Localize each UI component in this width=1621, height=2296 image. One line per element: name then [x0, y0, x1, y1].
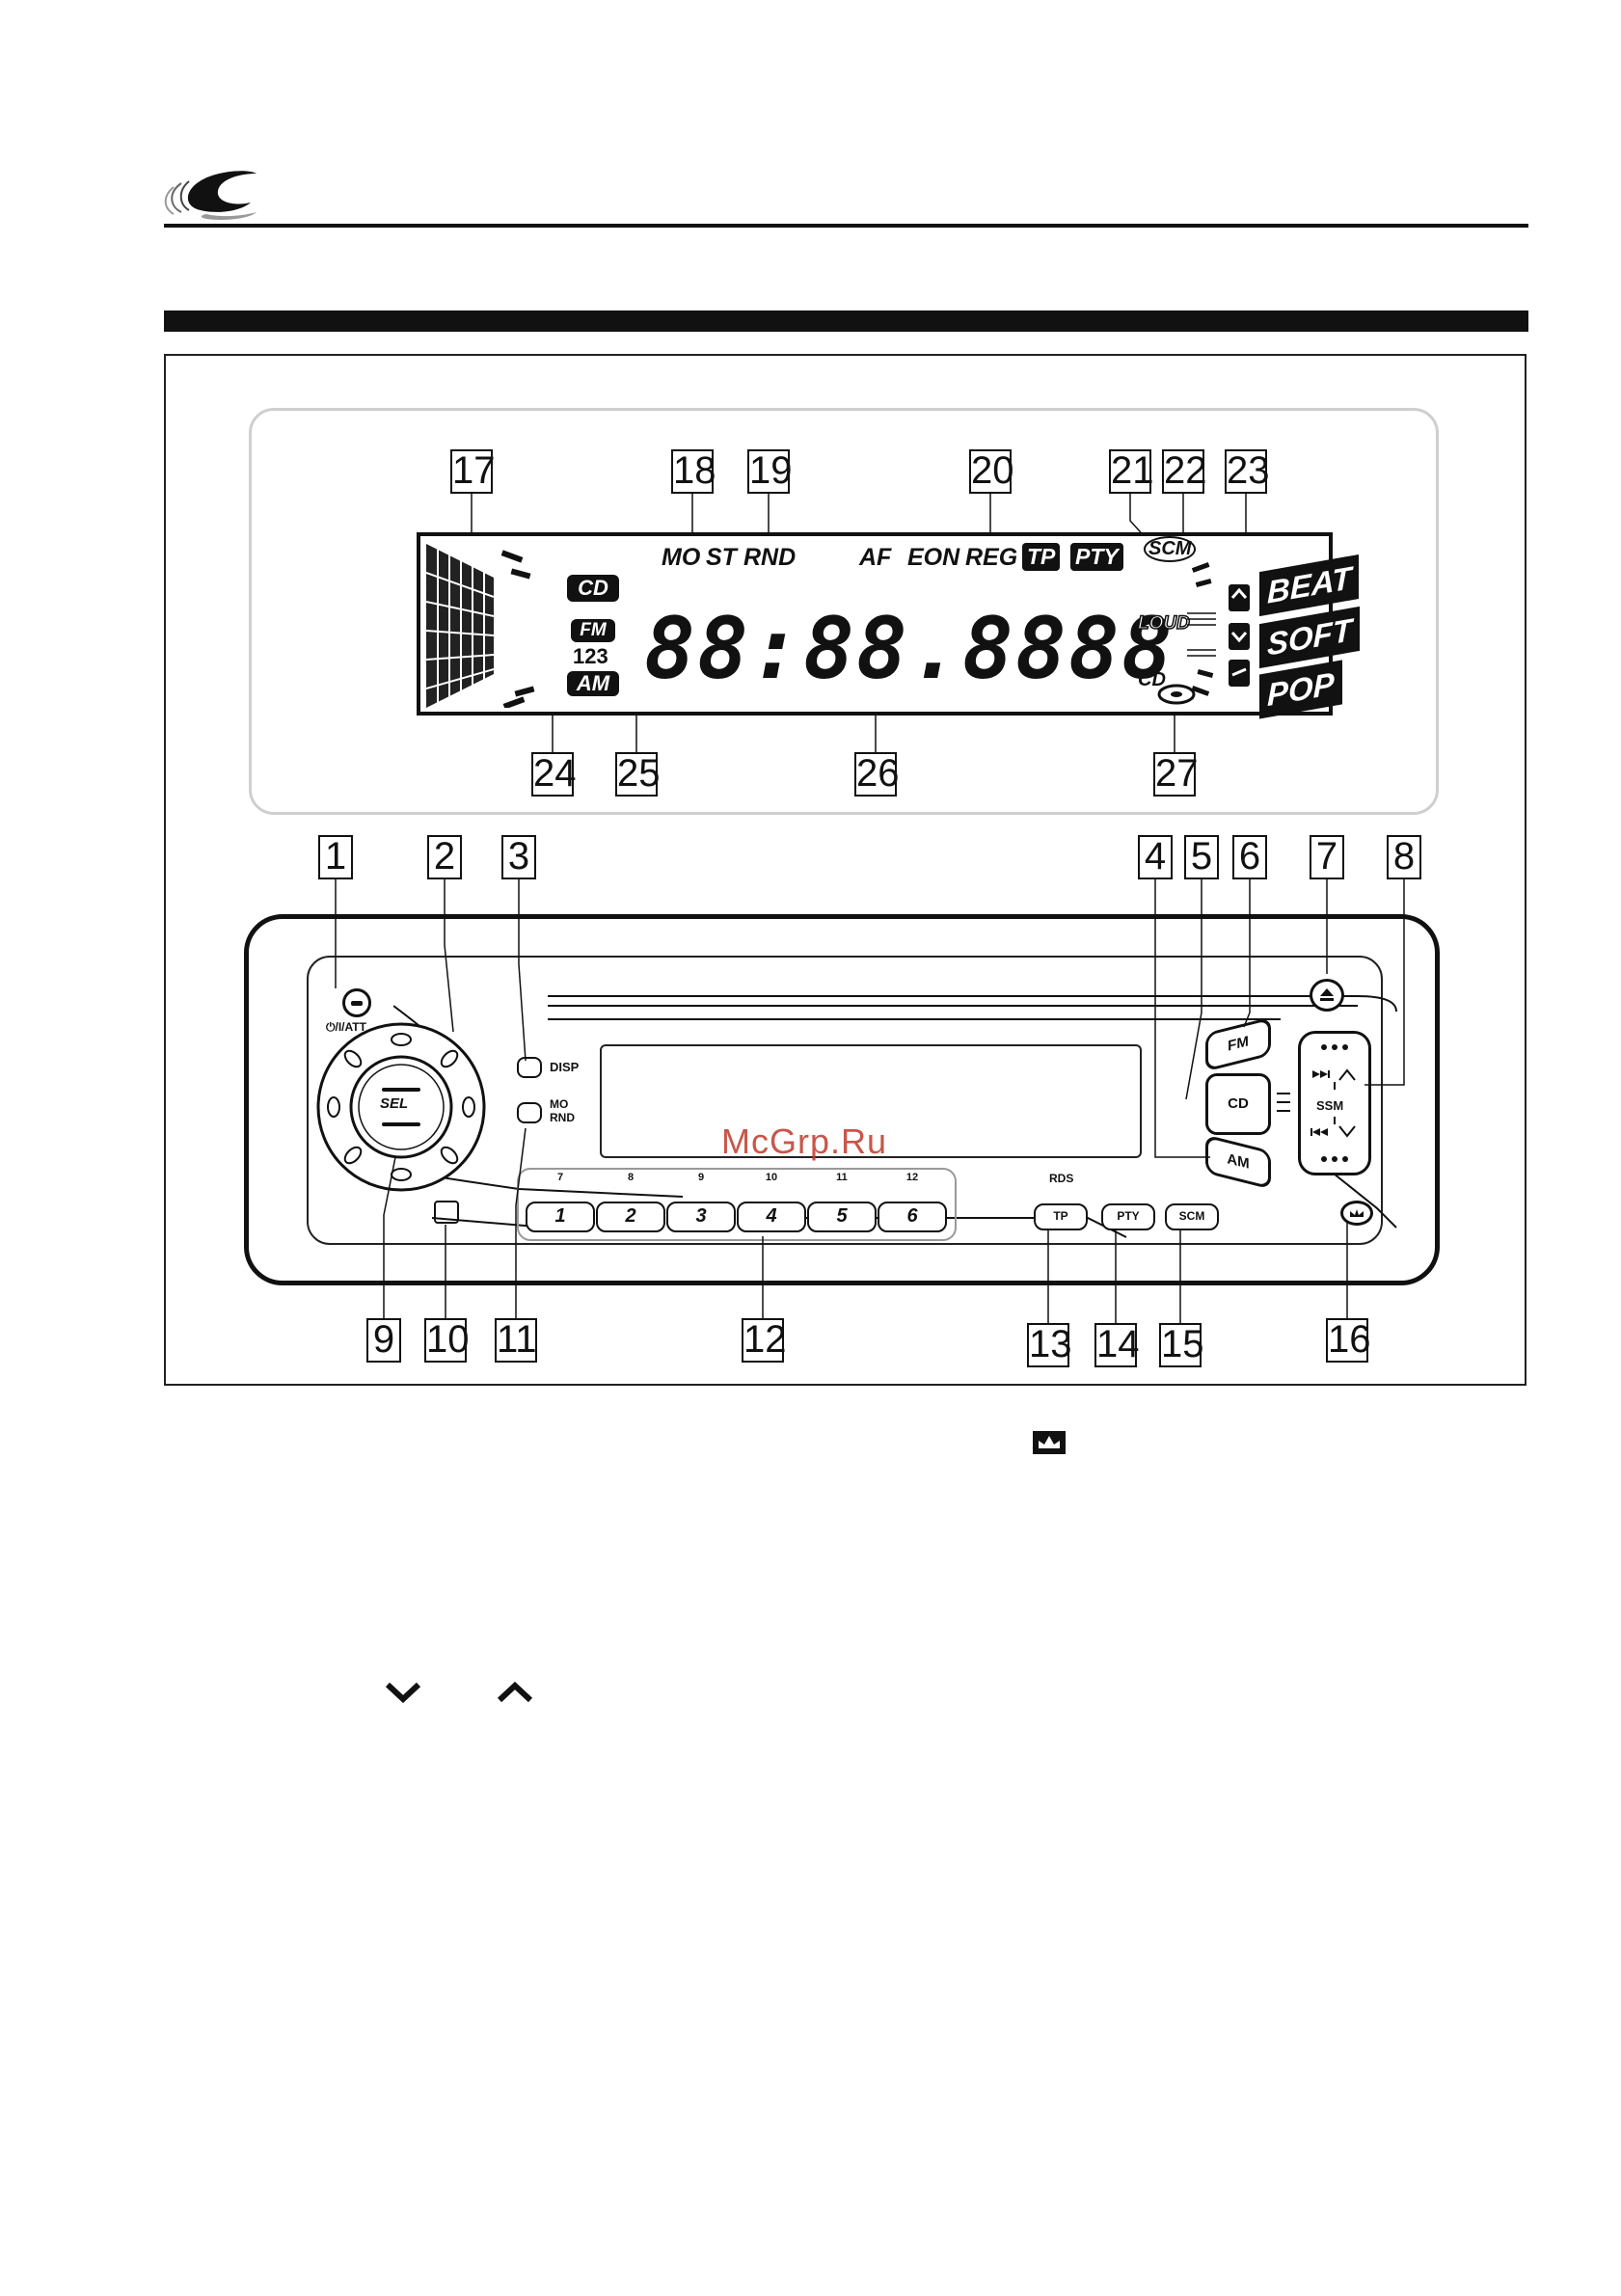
chevron-up-icon — [496, 1680, 534, 1705]
chevron-down-icon — [384, 1680, 422, 1705]
release-symbol-icon — [1031, 1427, 1069, 1456]
watermark: McGrp.Ru — [721, 1121, 887, 1162]
unit-leader-lines — [0, 0, 1621, 1389]
